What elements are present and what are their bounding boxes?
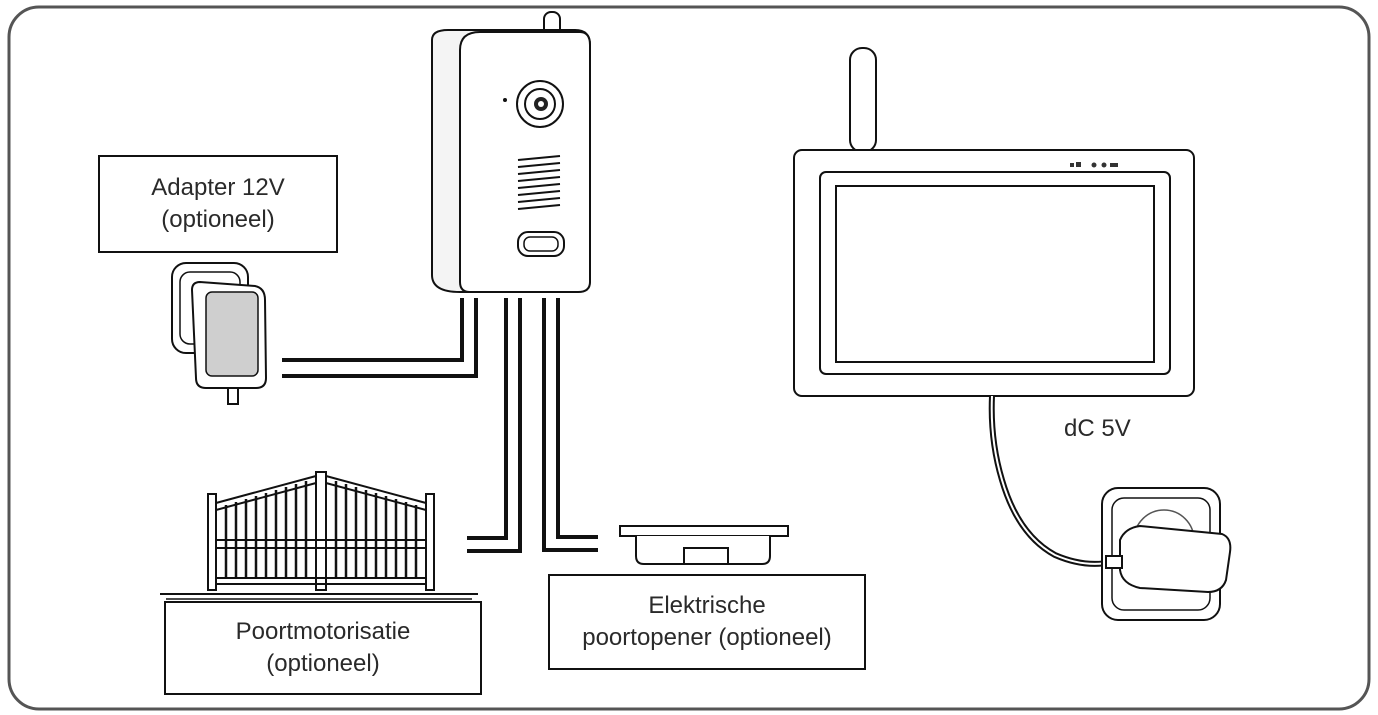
monitor-antenna-icon xyxy=(849,47,877,153)
gate-motor-cable xyxy=(467,298,508,540)
electric-opener-label-line2: poortopener (optioneel) xyxy=(582,624,832,651)
cables xyxy=(282,298,598,553)
electric-opener-label-line1: Elektrische xyxy=(648,592,766,619)
monitor-power-label: dC 5V xyxy=(1064,415,1131,442)
electric-opener-cable xyxy=(542,298,598,552)
gate-motor-label-line1: Poortmotorisatie xyxy=(235,618,411,645)
speaker-grille xyxy=(517,155,561,210)
adapter-12v-icon xyxy=(171,262,268,405)
monitor-status-icons xyxy=(1070,162,1118,168)
gate-motor-label-line2: (optioneel) xyxy=(266,650,380,677)
gate-motor-label-box: Poortmotorisatie (optioneel) xyxy=(164,601,482,695)
call-button-icon xyxy=(517,231,565,257)
door-station xyxy=(431,11,591,293)
adapter-label-line1: Adapter 12V xyxy=(151,174,285,201)
adapter-cable xyxy=(282,298,464,362)
adapter-label-box: Adapter 12V (optioneel) xyxy=(98,155,338,253)
wall-socket-icon xyxy=(1101,487,1232,621)
adapter-label-line2: (optioneel) xyxy=(161,206,275,233)
electric-strike-icon xyxy=(619,525,789,565)
monitor-icon xyxy=(793,47,1195,567)
gate-icon xyxy=(160,471,478,600)
monitor-screen xyxy=(835,185,1155,363)
electric-opener-label-box: Elektrische poortopener (optioneel) xyxy=(548,574,866,670)
